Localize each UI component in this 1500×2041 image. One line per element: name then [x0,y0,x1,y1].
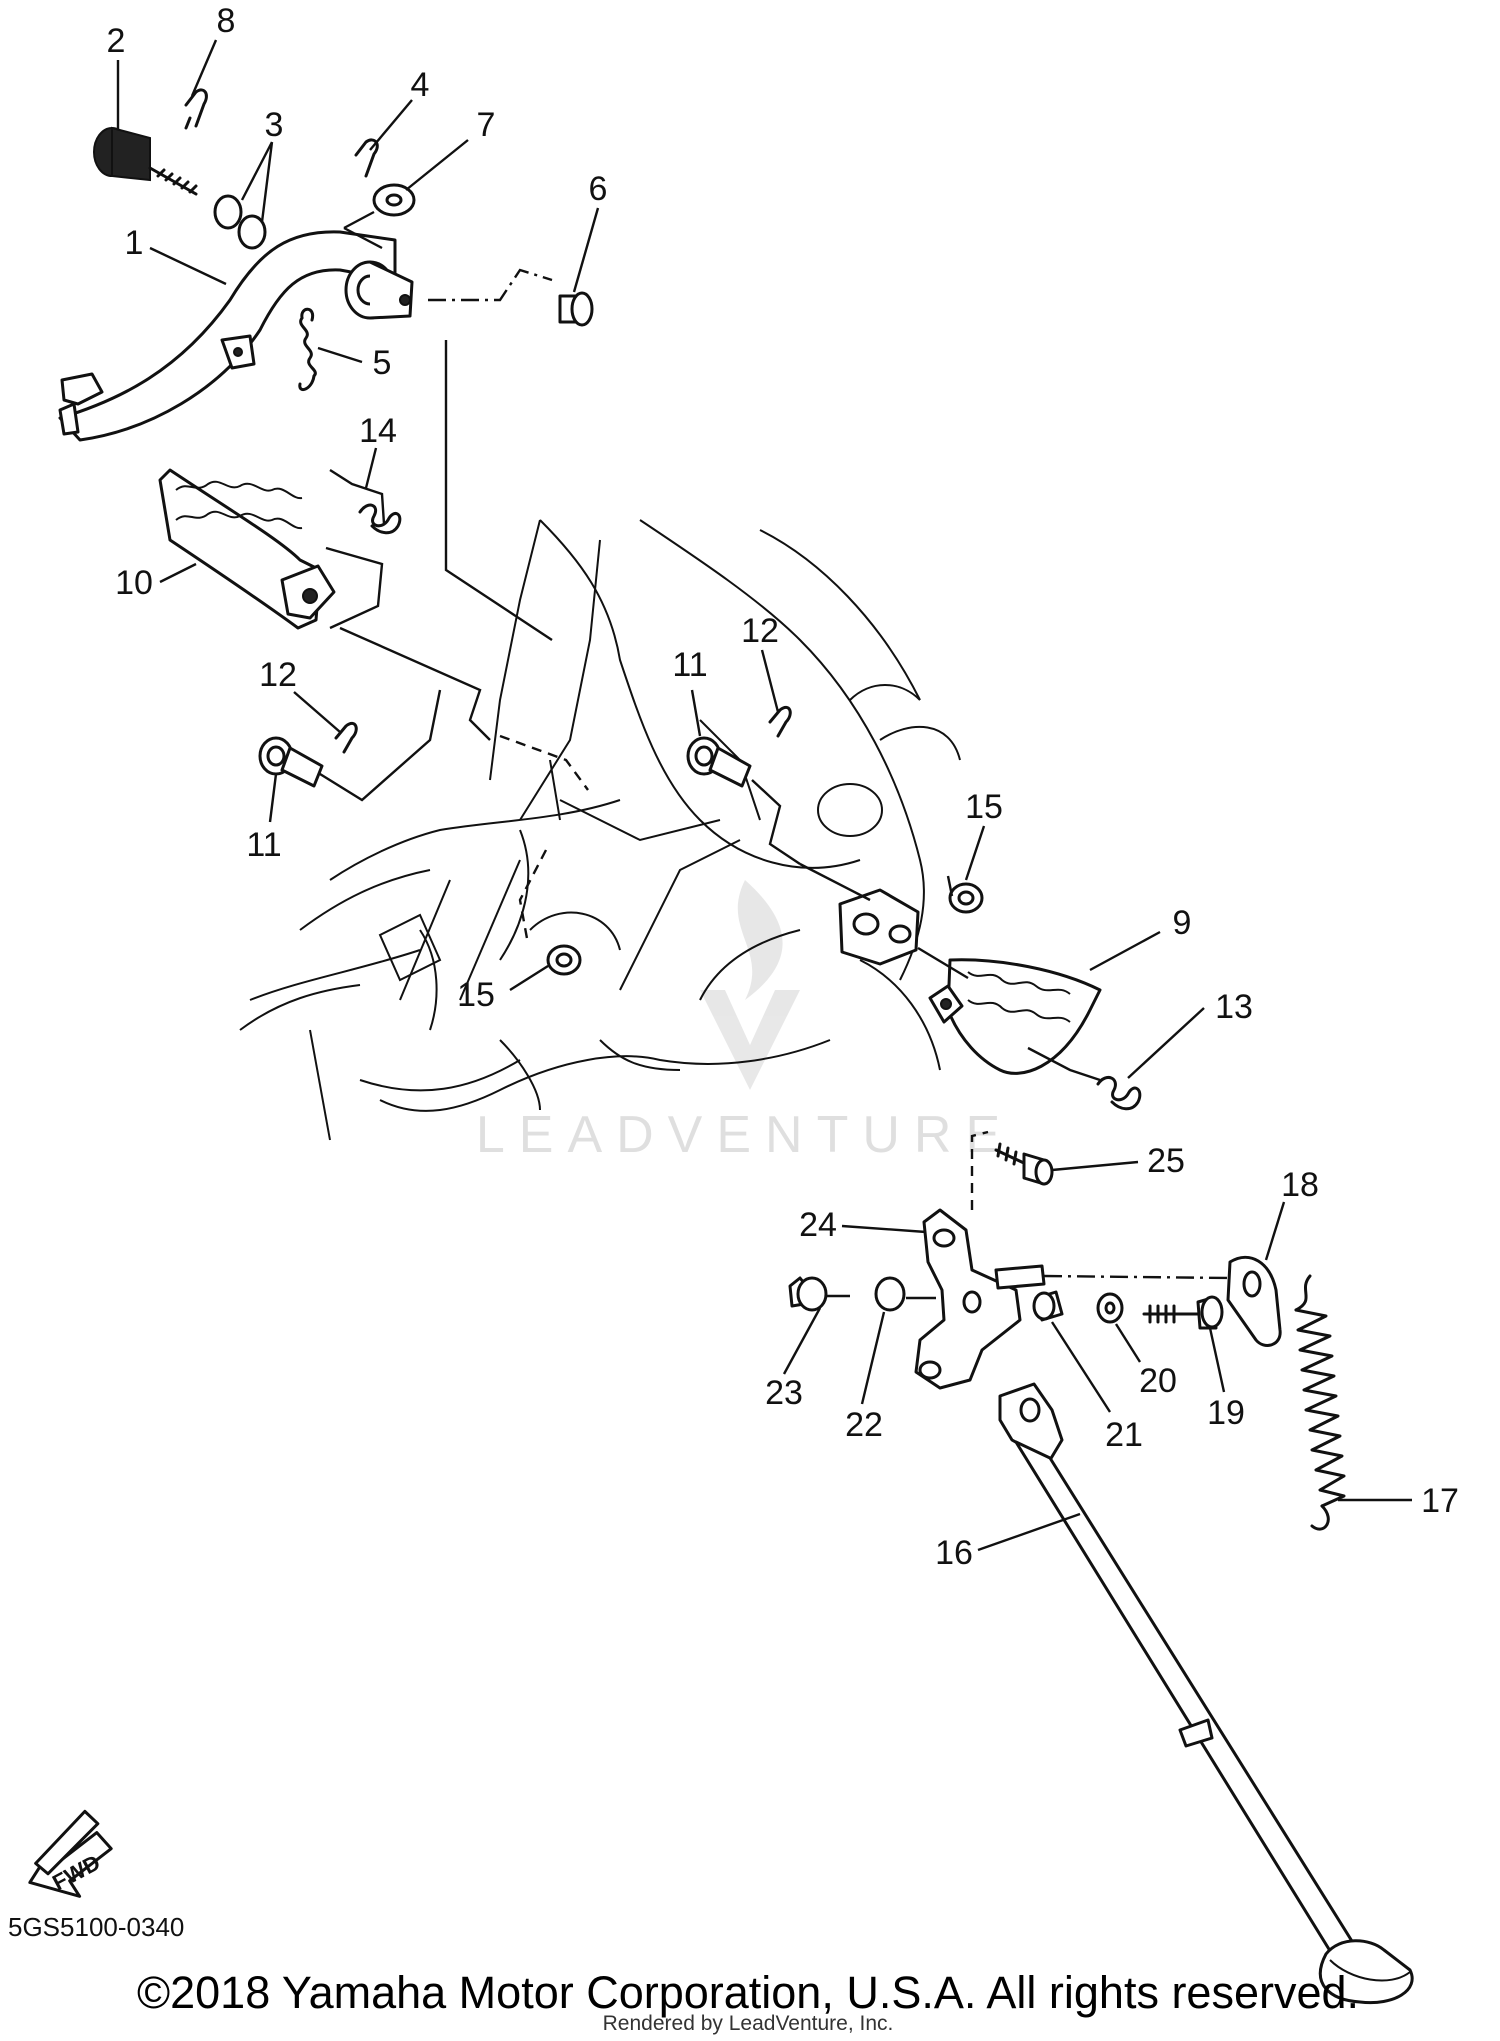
callout-label: 1 [125,224,144,262]
footrest-pin-part-11b [686,736,752,788]
collar-part-22 [874,1276,906,1312]
right-footrest-part [928,958,1102,1075]
footrest-spring-part [358,503,402,535]
callout-leaders [116,39,1412,1552]
pivot-bolt-part [93,126,198,196]
copyright-notice: ©2018 Yamaha Motor Corporation, U.S.A. A… [137,1967,1359,2018]
callout-label: 22 [845,1406,883,1444]
clevis-pin-part [558,291,594,327]
bolt-part-19 [1142,1295,1224,1330]
callout-label: 24 [799,1206,837,1244]
sidestand-part [998,1382,1414,2005]
o-ring-part [213,194,267,250]
brake-pedal-part [58,230,414,442]
stand-plate-part [1226,1255,1282,1347]
collar-part-21 [1032,1290,1064,1322]
rendered-by-notice: Rendered by LeadVenture, Inc. [603,2012,894,2035]
nut-part-23 [788,1276,828,1312]
callout-label: 15 [457,976,495,1014]
cotter-pin-part [184,88,208,130]
right-footrest-spring-part [1096,1075,1142,1111]
callout-label: 10 [115,564,153,602]
callout-label: 25 [1147,1142,1185,1180]
callout-label: 15 [965,788,1003,826]
part-code: 5GS5100-0340 [8,1912,184,1942]
footrest-bracket [838,888,920,966]
washer-part-7 [372,183,416,217]
washer-part-15b [546,944,582,976]
callout-label: 3 [265,106,284,144]
callout-label: 5 [373,344,392,382]
callout-label: 19 [1207,1394,1245,1432]
left-footrest-part [158,468,336,630]
frame-outline [239,519,961,1141]
watermark-logo [700,880,800,1090]
callout-label: 12 [259,656,297,694]
cotter-pin-part-12a [334,721,358,754]
washer-part-20 [1096,1292,1124,1324]
callout-label: 17 [1421,1482,1459,1520]
callout-label: 13 [1215,988,1253,1026]
callout-label: 6 [589,170,608,208]
callout-label: 9 [1173,904,1192,942]
callout-label: 12 [741,612,779,650]
callout-label: 23 [765,1374,803,1412]
callout-label: 20 [1139,1362,1177,1400]
washer-part-15a [948,882,984,914]
stand-bracket-bolt-part [994,1142,1054,1186]
assembly-lines [319,210,1231,1300]
callout-label: 11 [246,826,281,864]
sidestand-spring-part [1294,1274,1346,1531]
callout-label: 8 [217,2,236,40]
callout-label: 14 [359,412,397,450]
callout-label: 7 [477,106,496,144]
sidestand-bracket-part [914,1208,1046,1390]
return-spring-part [298,307,317,392]
callout-label: 21 [1105,1416,1143,1454]
cotter-pin-part-12b [768,705,792,738]
callout-label: 16 [935,1534,973,1572]
callout-label: 18 [1281,1166,1319,1204]
callout-label: 2 [107,22,126,60]
callout-label: 4 [411,66,430,104]
callout-labels: 2 8 3 4 7 6 1 5 14 10 12 11 11 12 15 9 1… [107,2,1459,1572]
callout-label: 11 [672,646,707,684]
fwd-arrow-icon: FWD [28,1809,113,1898]
watermark-text: LEADVENTURE [476,1106,1014,1164]
footrest-pin-part-11a [258,736,324,788]
